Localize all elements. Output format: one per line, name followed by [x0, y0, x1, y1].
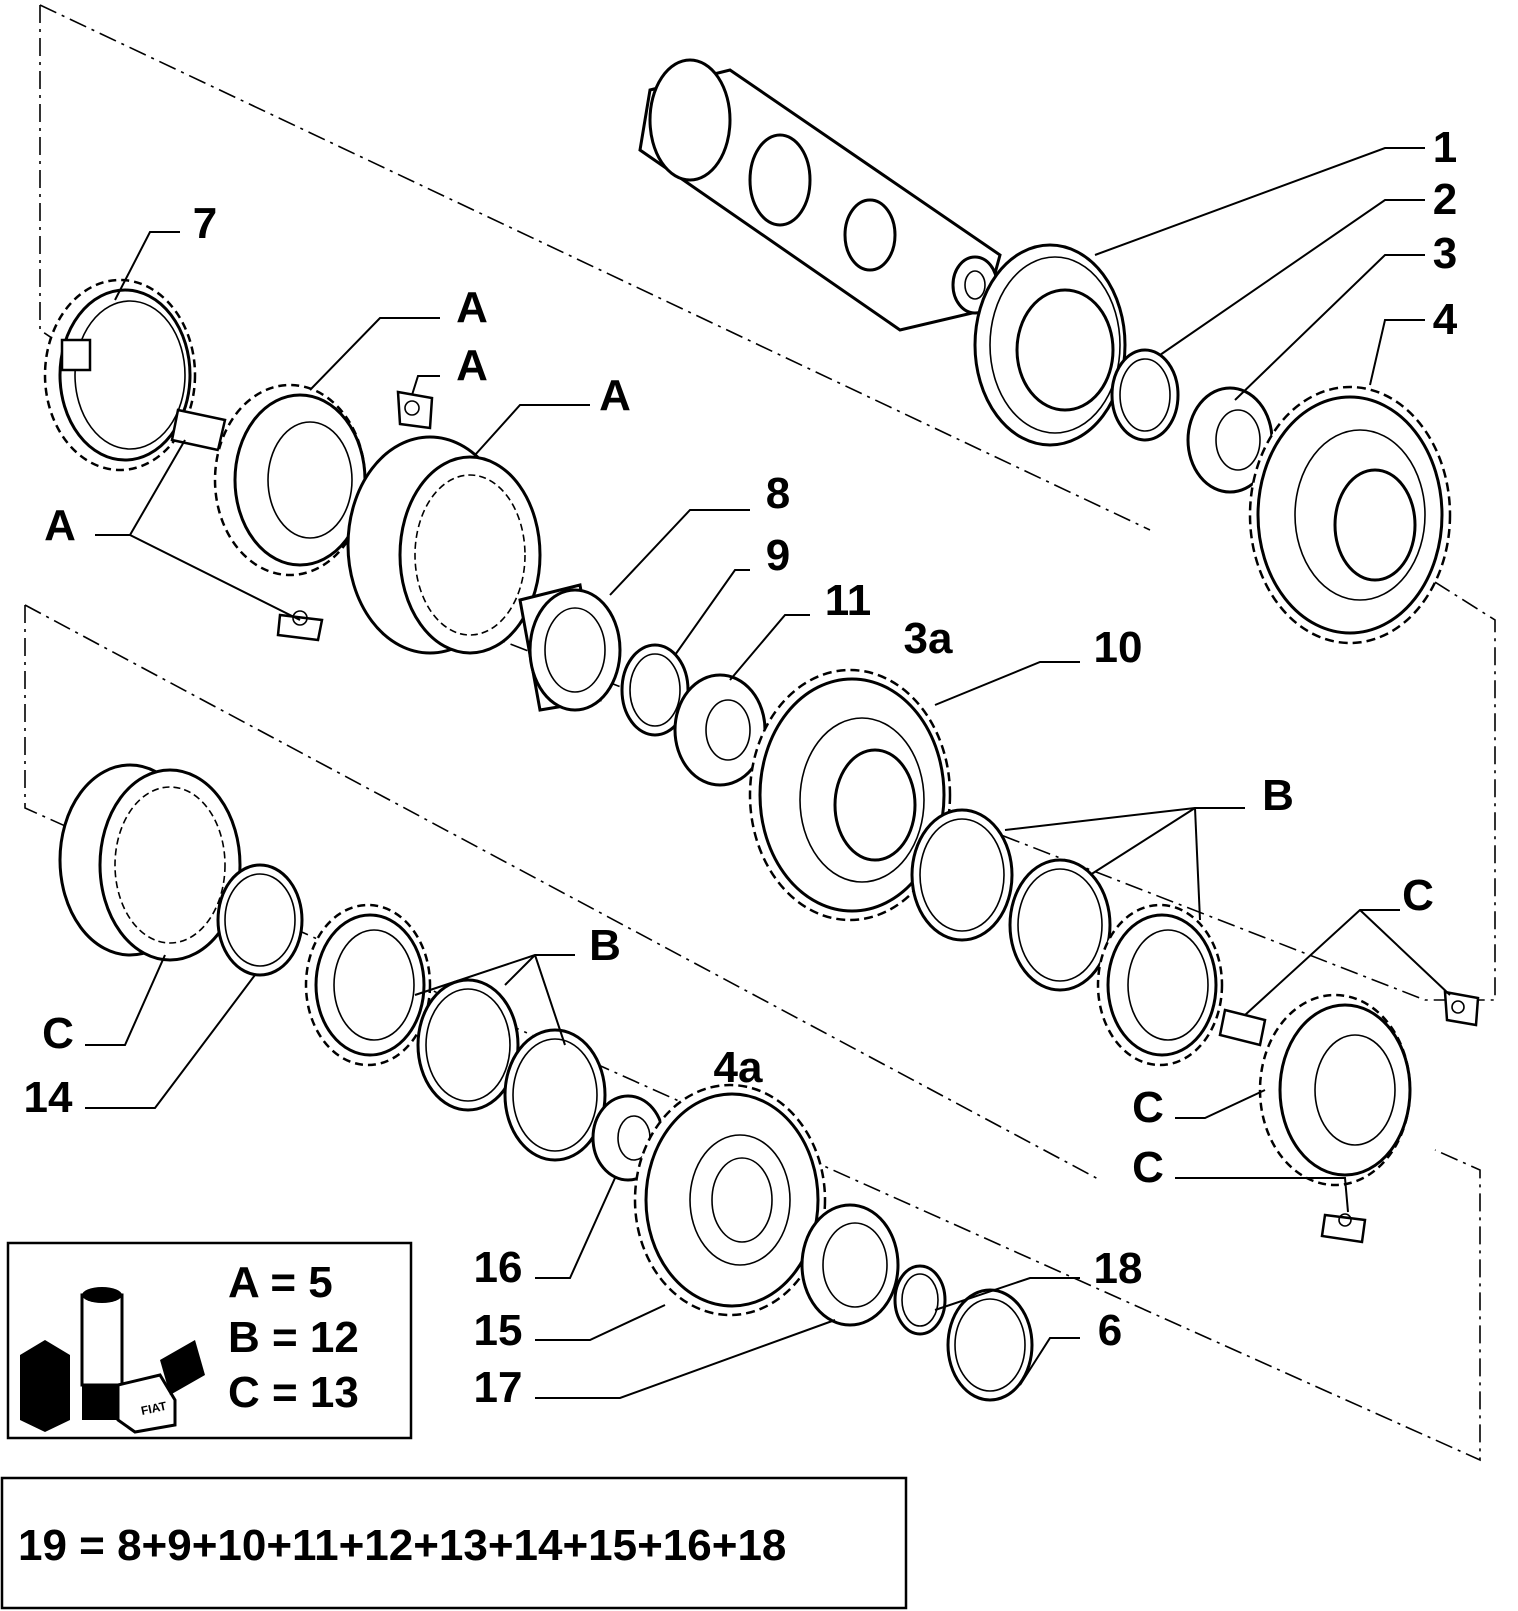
callout-14: 14 [24, 1073, 73, 1122]
callout-11: 11 [825, 576, 872, 625]
part-A-key [170, 408, 227, 452]
dashed-boundary [24, 4, 1496, 1462]
part-6-shim [946, 1288, 1034, 1402]
callout-C-2: C [1132, 1083, 1164, 1132]
callout-C-3: C [1132, 1143, 1164, 1192]
callout-8: 8 [766, 469, 790, 518]
fiat-parts-kit-logo: FIAT [20, 1287, 205, 1434]
callout-15: 15 [474, 1306, 523, 1355]
part-17-bearing [800, 1203, 900, 1327]
callout-4a: 4a [714, 1043, 763, 1092]
part-2-snap-ring [1110, 348, 1180, 442]
callout-17: 17 [474, 1363, 523, 1412]
callout-B-1: B [1262, 771, 1294, 820]
part-C-sleeve [58, 763, 242, 962]
callout-A-2: A [456, 341, 488, 390]
part-14-shim [216, 863, 304, 977]
callout-10: 10 [1094, 623, 1143, 672]
formula-text: 19 = 8+9+10+11+12+13+14+15+16+18 [18, 1521, 786, 1570]
part-18-snap-ring [893, 1264, 947, 1336]
part-B-lower-ring-1 [416, 978, 520, 1112]
callout-1: 1 [1433, 123, 1457, 172]
callout-4: 4 [1433, 295, 1458, 344]
legend-line-A: A = 5 [228, 1258, 333, 1307]
part-C-detent-top [1443, 990, 1480, 1027]
part-B-ring-1 [910, 808, 1014, 942]
part-4a-gear [633, 1083, 827, 1317]
callout-9: 9 [766, 531, 790, 580]
leader-lines [85, 147, 1451, 1399]
callout-B-2: B [589, 921, 621, 970]
callout-2: 2 [1433, 175, 1457, 224]
part-7-synchro-ring [43, 278, 197, 472]
callout-3a: 3a [904, 614, 953, 663]
callout-18: 18 [1094, 1244, 1143, 1293]
callout-C-4: C [42, 1009, 74, 1058]
part-B-lower-synchro [304, 903, 432, 1067]
part-C-key [1218, 1008, 1267, 1047]
formula-box: 19 = 8+9+10+11+12+13+14+15+16+18 [0, 1476, 908, 1610]
part-C-synchro-hub [1258, 993, 1412, 1187]
callout-6: 6 [1098, 1306, 1122, 1355]
callout-3: 3 [1433, 229, 1457, 278]
callout-7: 7 [193, 199, 217, 248]
part-A-sleeve [346, 435, 542, 655]
part-B-lower-ring-2 [503, 1028, 607, 1162]
legend-line-C: C = 13 [228, 1368, 359, 1417]
logo-fiat-text: FIAT [140, 1399, 169, 1418]
callout-16: 16 [474, 1243, 523, 1292]
legend-box: FIAT A = 5 B = 12 C = 13 [6, 1241, 413, 1440]
part-A-detent-top [396, 390, 434, 430]
part-1-bearing [973, 243, 1127, 447]
part-8-bushing [518, 583, 622, 712]
legend-line-B: B = 12 [228, 1313, 359, 1362]
main-shaft [638, 58, 1002, 332]
part-3a-gear [748, 668, 952, 922]
part-9-snap-ring [620, 643, 690, 737]
part-A-synchro-hub [213, 383, 367, 577]
callout-A-4: A [44, 501, 76, 550]
part-4-gear [1248, 385, 1452, 645]
callout-C-1: C [1402, 871, 1434, 920]
callout-A-3: A [599, 371, 631, 420]
part-A-detent-bottom [276, 610, 324, 642]
callout-A-1: A [456, 283, 488, 332]
part-C-detent-bottom [1320, 1213, 1367, 1244]
callout-labels: 1 2 3 4 7 A A A A 8 9 11 3a 10 B C C C C… [24, 123, 1458, 1412]
part-B-synchro-ring [1096, 903, 1224, 1067]
part-B-ring-2 [1008, 858, 1112, 992]
